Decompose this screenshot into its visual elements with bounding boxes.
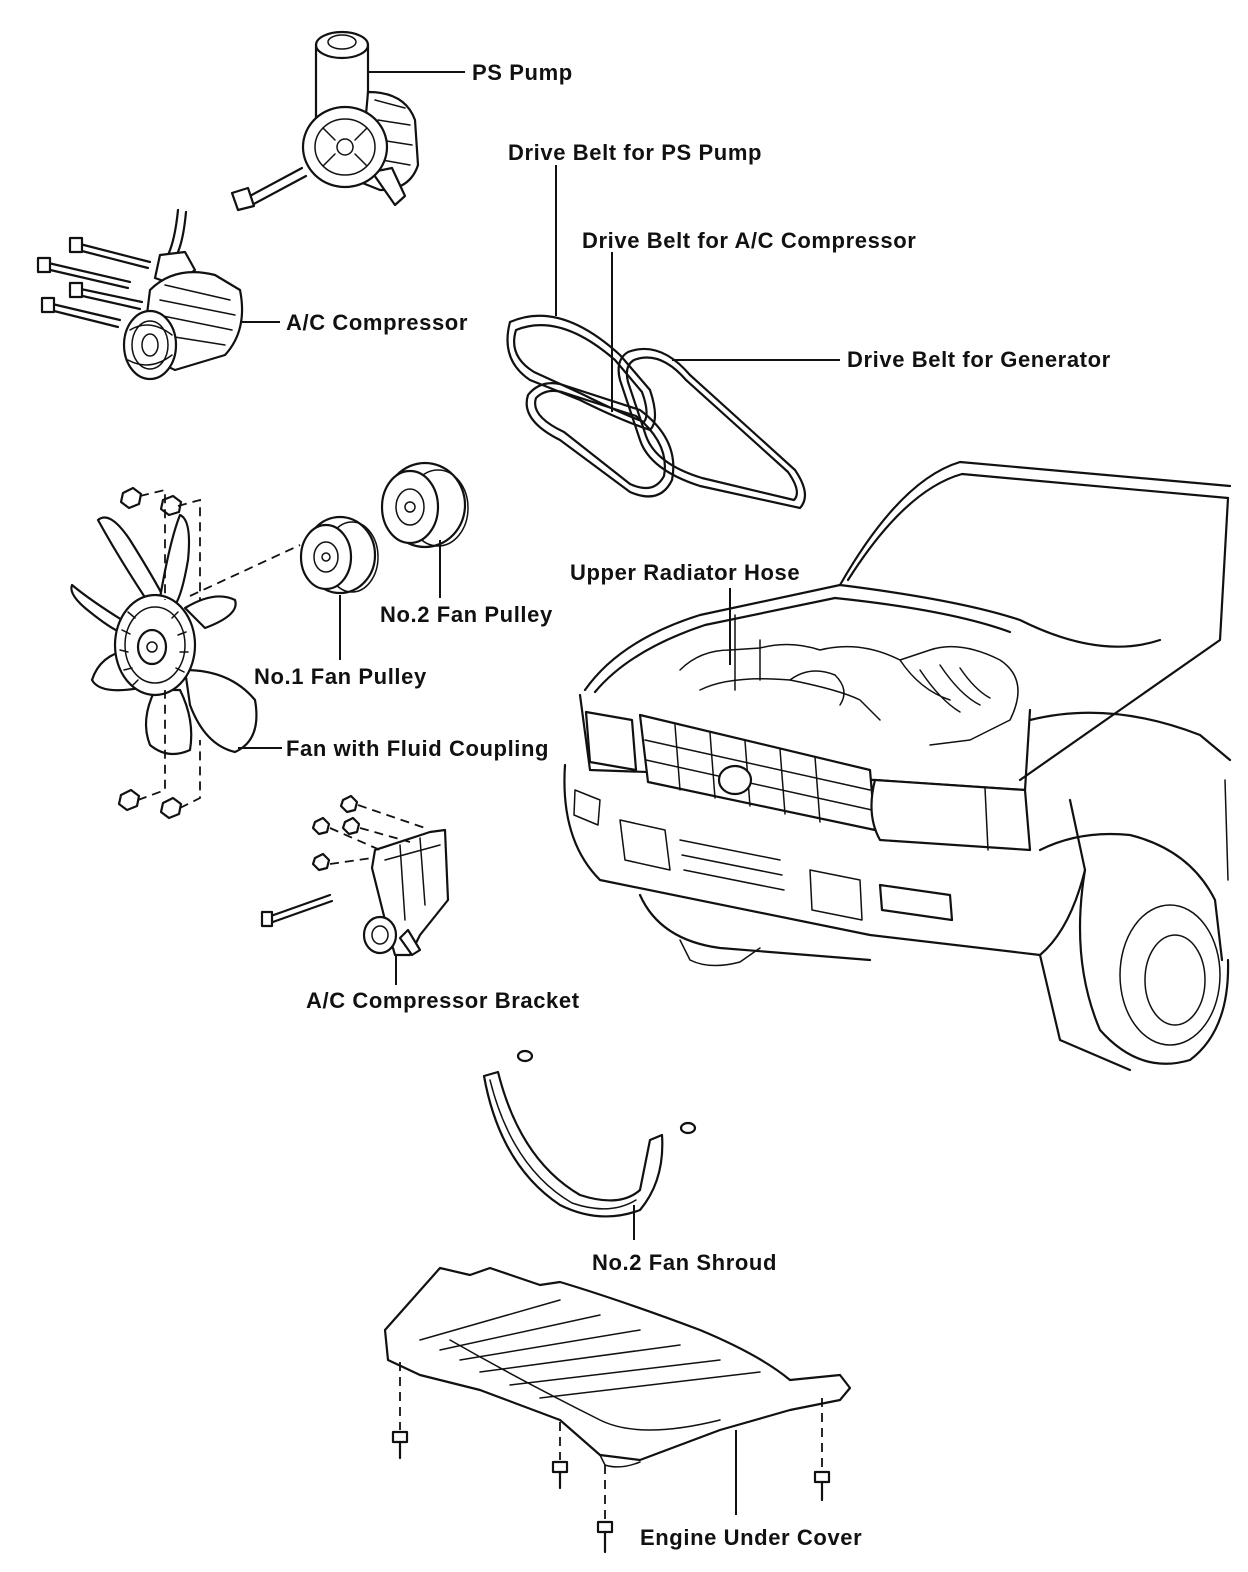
engine-under-cover-label: Engine Under Cover: [640, 1525, 862, 1550]
fan-with-fluid-coupling-part: [70, 486, 301, 820]
no1-fan-pulley-part: [299, 515, 379, 595]
ps-pump-label: PS Pump: [472, 60, 573, 85]
vehicle-front-end: [563, 460, 1232, 1072]
ac-compressor-part: [36, 208, 244, 381]
drive-belt-ps-pump-label: Drive Belt for PS Pump: [508, 140, 762, 165]
drive-belt-ac-compressor-label: Drive Belt for A/C Compressor: [582, 228, 916, 253]
ac-compressor-label: A/C Compressor: [286, 310, 468, 335]
no1-fan-pulley-label: No.1 Fan Pulley: [254, 664, 427, 689]
ac-compressor-bracket-part: [260, 794, 450, 957]
no2-fan-pulley-label: No.2 Fan Pulley: [380, 602, 553, 627]
no2-fan-pulley-part: [380, 461, 469, 549]
ps-pump-part: [230, 30, 420, 212]
no2-fan-shroud-label: No.2 Fan Shroud: [592, 1250, 777, 1275]
fan-with-fluid-coupling-label: Fan with Fluid Coupling: [286, 736, 549, 761]
drive-belt-generator-label: Drive Belt for Generator: [847, 347, 1111, 372]
upper-radiator-hose-label: Upper Radiator Hose: [570, 560, 800, 585]
ac-compressor-bracket-label: A/C Compressor Bracket: [306, 988, 580, 1013]
engine-under-cover-part: [383, 1266, 852, 1554]
no2-fan-shroud-part: [482, 1049, 697, 1218]
drive-belts-part: [506, 314, 807, 510]
